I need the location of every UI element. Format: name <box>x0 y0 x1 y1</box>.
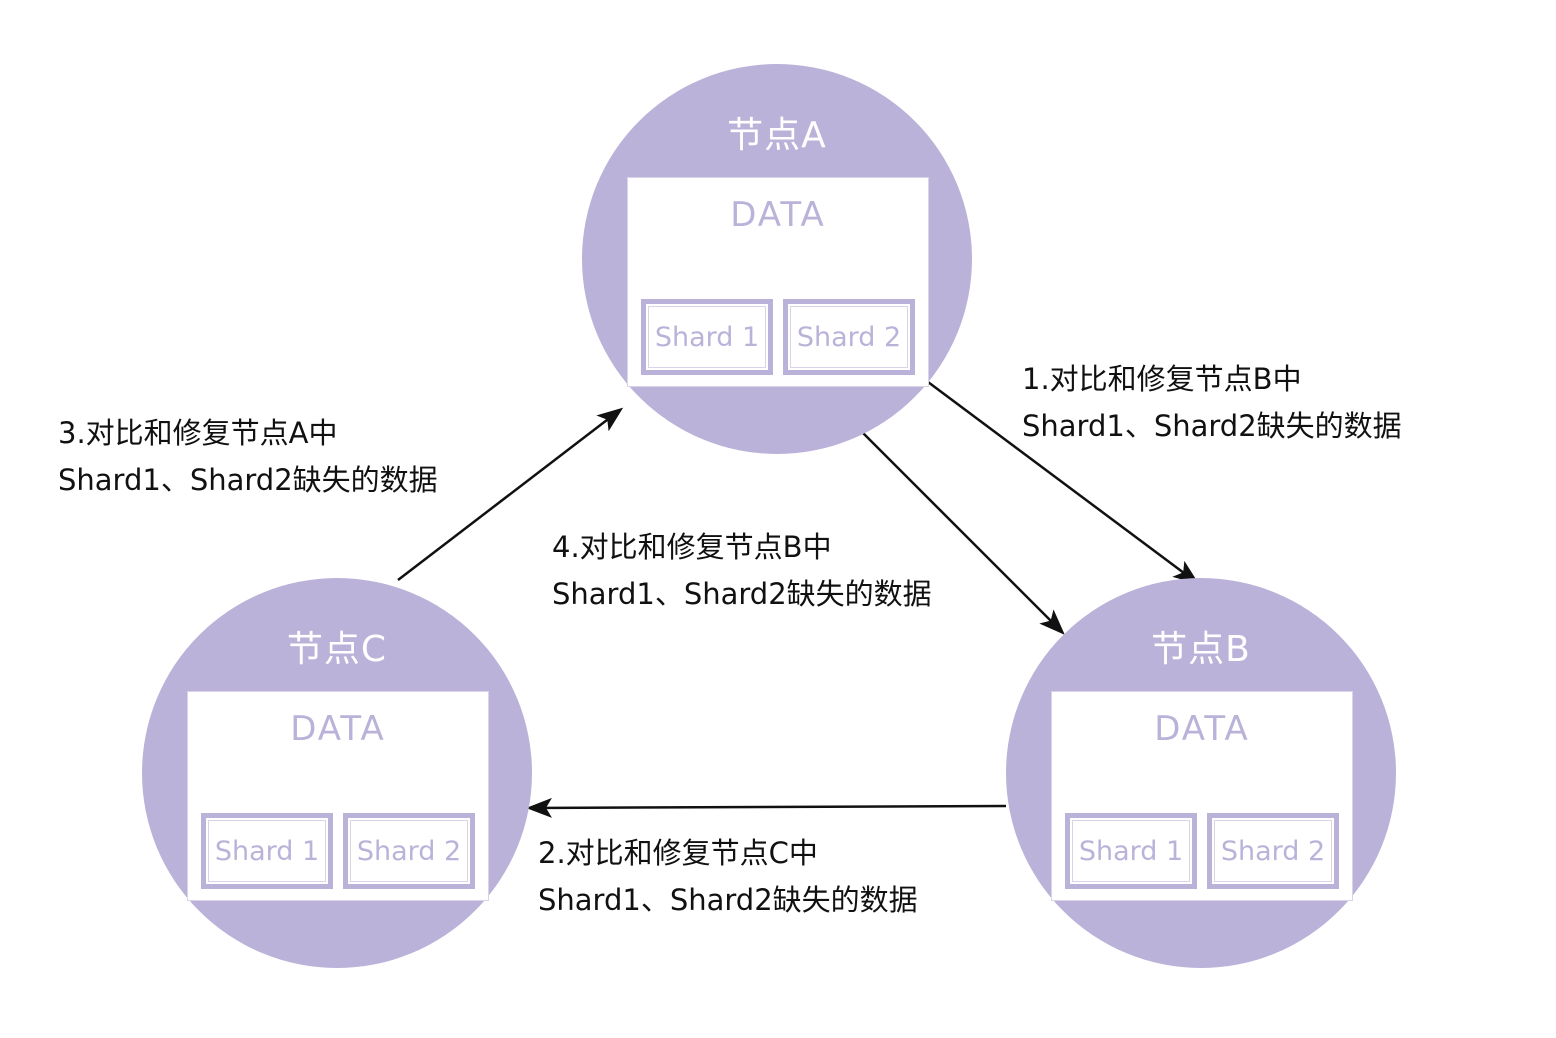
node-c: 节点C DATA Shard 1 Shard 2 <box>142 578 532 968</box>
step-3-line2: Shard1、Shard2缺失的数据 <box>58 463 438 497</box>
step-4-label: 4.对比和修复节点B中 Shard1、Shard2缺失的数据 <box>552 524 932 618</box>
step-3-label: 3.对比和修复节点A中 Shard1、Shard2缺失的数据 <box>58 410 438 504</box>
node-b-data-label: DATA <box>1154 709 1250 749</box>
node-b-shard-1: Shard 1 <box>1065 813 1197 889</box>
step-1-line2: Shard1、Shard2缺失的数据 <box>1022 409 1402 443</box>
node-a-shard-2: Shard 2 <box>783 299 915 375</box>
step-1-label: 1.对比和修复节点B中 Shard1、Shard2缺失的数据 <box>1022 356 1402 450</box>
node-a-data-label: DATA <box>730 195 826 235</box>
arrow-c-to-a <box>397 407 624 581</box>
step-3-line1: 3.对比和修复节点A中 <box>58 416 338 450</box>
node-c-data-box: DATA Shard 1 Shard 2 <box>190 694 486 898</box>
node-c-data-label: DATA <box>290 709 386 749</box>
step-2-line1: 2.对比和修复节点C中 <box>538 836 818 870</box>
arrow-a-to-b-2 <box>861 431 1065 635</box>
step-1-line1: 1.对比和修复节点B中 <box>1022 362 1302 396</box>
node-b-data-box: DATA Shard 1 Shard 2 <box>1054 694 1350 898</box>
node-a-data-box: DATA Shard 1 Shard 2 <box>630 180 926 384</box>
arrow-a-to-b <box>927 380 1200 585</box>
node-a-title: 节点A <box>727 115 827 156</box>
node-a: 节点A DATA Shard 1 Shard 2 <box>582 64 972 454</box>
step-4-line2: Shard1、Shard2缺失的数据 <box>552 577 932 611</box>
arrow-b-to-c <box>526 797 1007 818</box>
node-c-title: 节点C <box>286 629 388 670</box>
node-a-shard-1: Shard 1 <box>641 299 773 375</box>
step-2-line2: Shard1、Shard2缺失的数据 <box>538 883 918 917</box>
node-b-title: 节点B <box>1151 629 1251 670</box>
step-2-label: 2.对比和修复节点C中 Shard1、Shard2缺失的数据 <box>538 830 918 924</box>
node-b: 节点B DATA Shard 1 Shard 2 <box>1006 578 1396 968</box>
node-b-shard-2: Shard 2 <box>1207 813 1339 889</box>
node-c-shard-1: Shard 1 <box>201 813 333 889</box>
step-4-line1: 4.对比和修复节点B中 <box>552 530 832 564</box>
node-c-shard-2: Shard 2 <box>343 813 475 889</box>
